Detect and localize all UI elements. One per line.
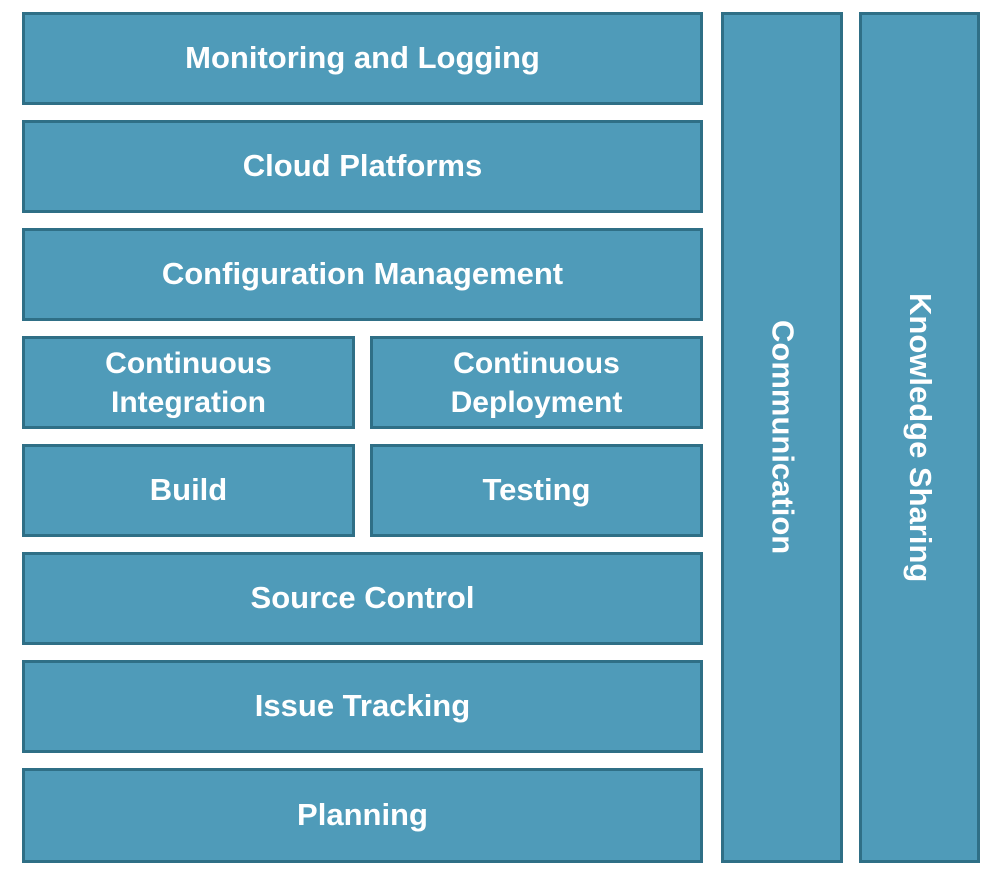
continuous-integration-block: Continuous Integration <box>22 336 355 429</box>
continuous-deployment-label-line1: Continuous <box>453 346 620 380</box>
issue-tracking-label: Issue Tracking <box>254 688 471 724</box>
monitoring-and-logging-block: Monitoring and Logging <box>22 12 703 105</box>
communication-pillar: Communication <box>721 12 843 863</box>
continuous-deployment-block: Continuous Deployment <box>370 336 703 429</box>
communication-label: Communication <box>765 320 801 555</box>
monitoring-and-logging-label: Monitoring and Logging <box>185 40 540 76</box>
continuous-integration-label-line1: Continuous <box>105 346 272 380</box>
continuous-integration-label-line2: Integration <box>111 385 266 419</box>
knowledge-sharing-pillar: Knowledge Sharing <box>859 12 980 863</box>
configuration-management-label: Configuration Management <box>161 256 564 292</box>
source-control-block: Source Control <box>22 552 703 645</box>
planning-label: Planning <box>297 797 428 833</box>
cloud-platforms-block: Cloud Platforms <box>22 120 703 213</box>
cloud-platforms-label: Cloud Platforms <box>242 148 483 184</box>
issue-tracking-block: Issue Tracking <box>22 660 703 753</box>
testing-label: Testing <box>482 472 591 508</box>
configuration-management-block: Configuration Management <box>22 228 703 321</box>
build-label: Build <box>149 472 228 508</box>
testing-block: Testing <box>370 444 703 537</box>
continuous-deployment-label-line2: Deployment <box>450 385 623 419</box>
build-block: Build <box>22 444 355 537</box>
knowledge-sharing-label: Knowledge Sharing <box>902 292 938 583</box>
planning-block: Planning <box>22 768 703 863</box>
source-control-label: Source Control <box>250 580 475 616</box>
